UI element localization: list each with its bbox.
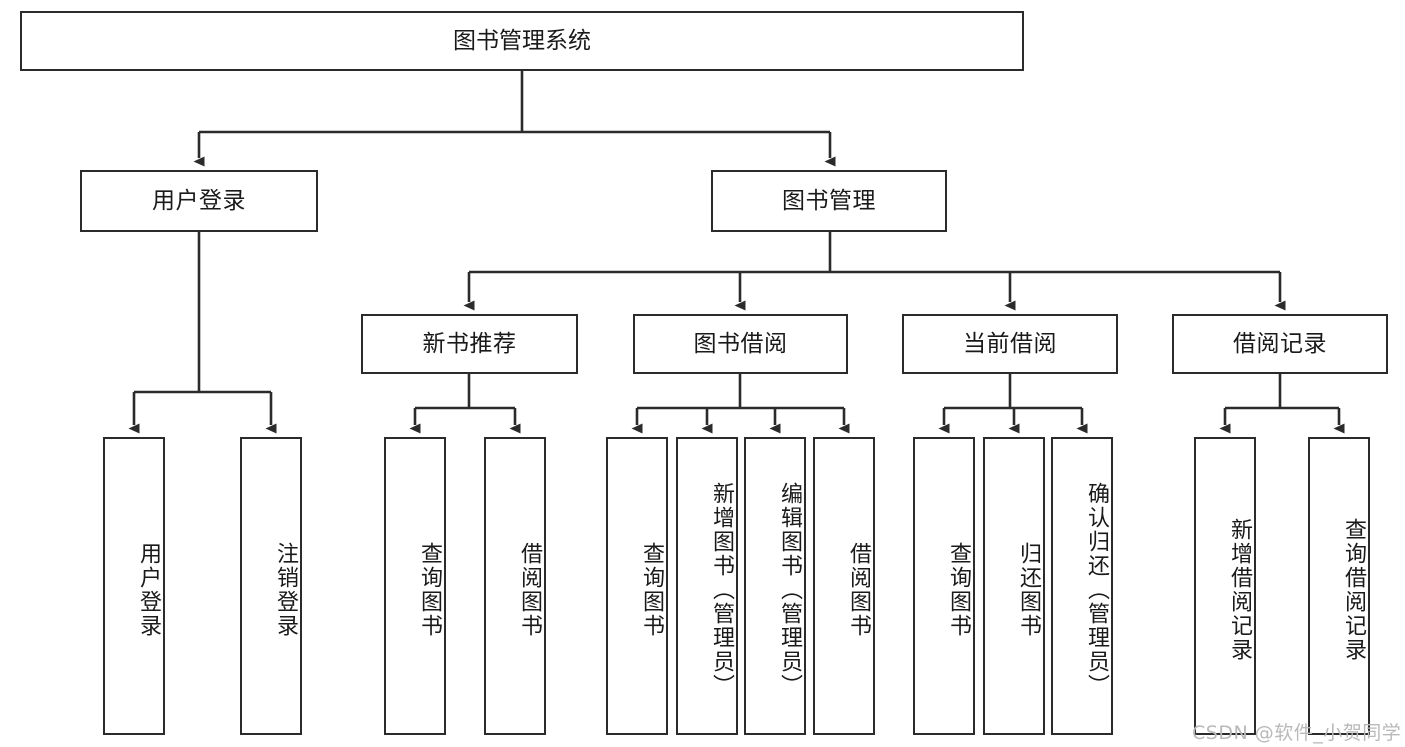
leaf-borrow-book-1[interactable]: 借阅图书: [484, 437, 546, 735]
leaf-query-book-1[interactable]: 查询图书: [384, 437, 446, 735]
node-root[interactable]: 图书管理系统: [20, 11, 1024, 71]
leaf-confirm-return-label: 确认归还（管理员）: [1084, 482, 1109, 698]
node-book-manage-label: 图书管理: [782, 187, 876, 214]
node-user-login-label: 用户登录: [152, 187, 246, 214]
leaf-borrow-book-1-label: 借阅图书: [517, 542, 542, 638]
leaf-query-record-label: 查询借阅记录: [1341, 518, 1366, 662]
node-book-manage[interactable]: 图书管理: [711, 170, 947, 232]
node-current-borrow-label: 当前借阅: [963, 330, 1057, 357]
leaf-user-login[interactable]: 用户登录: [103, 437, 165, 735]
leaf-query-book-3-label: 查询图书: [946, 542, 971, 638]
node-current-borrow[interactable]: 当前借阅: [902, 314, 1118, 374]
leaf-user-logout[interactable]: 注销登录: [240, 437, 302, 735]
leaf-borrow-book-2[interactable]: 借阅图书: [813, 437, 875, 735]
leaf-query-book-3[interactable]: 查询图书: [913, 437, 975, 735]
node-user-login[interactable]: 用户登录: [80, 170, 318, 232]
node-root-label: 图书管理系统: [453, 27, 591, 54]
leaf-query-record[interactable]: 查询借阅记录: [1308, 437, 1370, 735]
leaf-user-logout-label: 注销登录: [273, 542, 298, 638]
leaf-query-book-2-label: 查询图书: [639, 542, 664, 638]
csdn-watermark-text: CSDN @软件_小贺同学: [1192, 722, 1402, 744]
leaf-edit-book-label: 编辑图书（管理员）: [777, 482, 802, 698]
leaf-query-book-2[interactable]: 查询图书: [606, 437, 668, 735]
node-borrow-record[interactable]: 借阅记录: [1172, 314, 1388, 374]
node-book-borrow[interactable]: 图书借阅: [633, 314, 848, 374]
leaf-borrow-book-2-label: 借阅图书: [846, 542, 871, 638]
leaf-return-book[interactable]: 归还图书: [983, 437, 1045, 735]
node-book-borrow-label: 图书借阅: [693, 330, 788, 357]
node-new-book-rec-label: 新书推荐: [422, 330, 517, 357]
node-new-book-rec[interactable]: 新书推荐: [361, 314, 578, 374]
leaf-add-book-label: 新增图书（管理员）: [709, 482, 734, 698]
leaf-edit-book[interactable]: 编辑图书（管理员）: [744, 437, 806, 735]
leaf-add-record-label: 新增借阅记录: [1227, 518, 1252, 662]
leaf-add-book[interactable]: 新增图书（管理员）: [676, 437, 738, 735]
leaf-return-book-label: 归还图书: [1016, 542, 1041, 638]
leaf-add-record[interactable]: 新增借阅记录: [1194, 437, 1256, 735]
leaf-user-login-label: 用户登录: [136, 542, 161, 638]
node-borrow-record-label: 借阅记录: [1233, 330, 1327, 357]
leaf-query-book-1-label: 查询图书: [417, 542, 442, 638]
csdn-watermark: CSDN @软件_小贺同学: [1192, 718, 1401, 745]
leaf-confirm-return[interactable]: 确认归还（管理员）: [1051, 437, 1113, 735]
